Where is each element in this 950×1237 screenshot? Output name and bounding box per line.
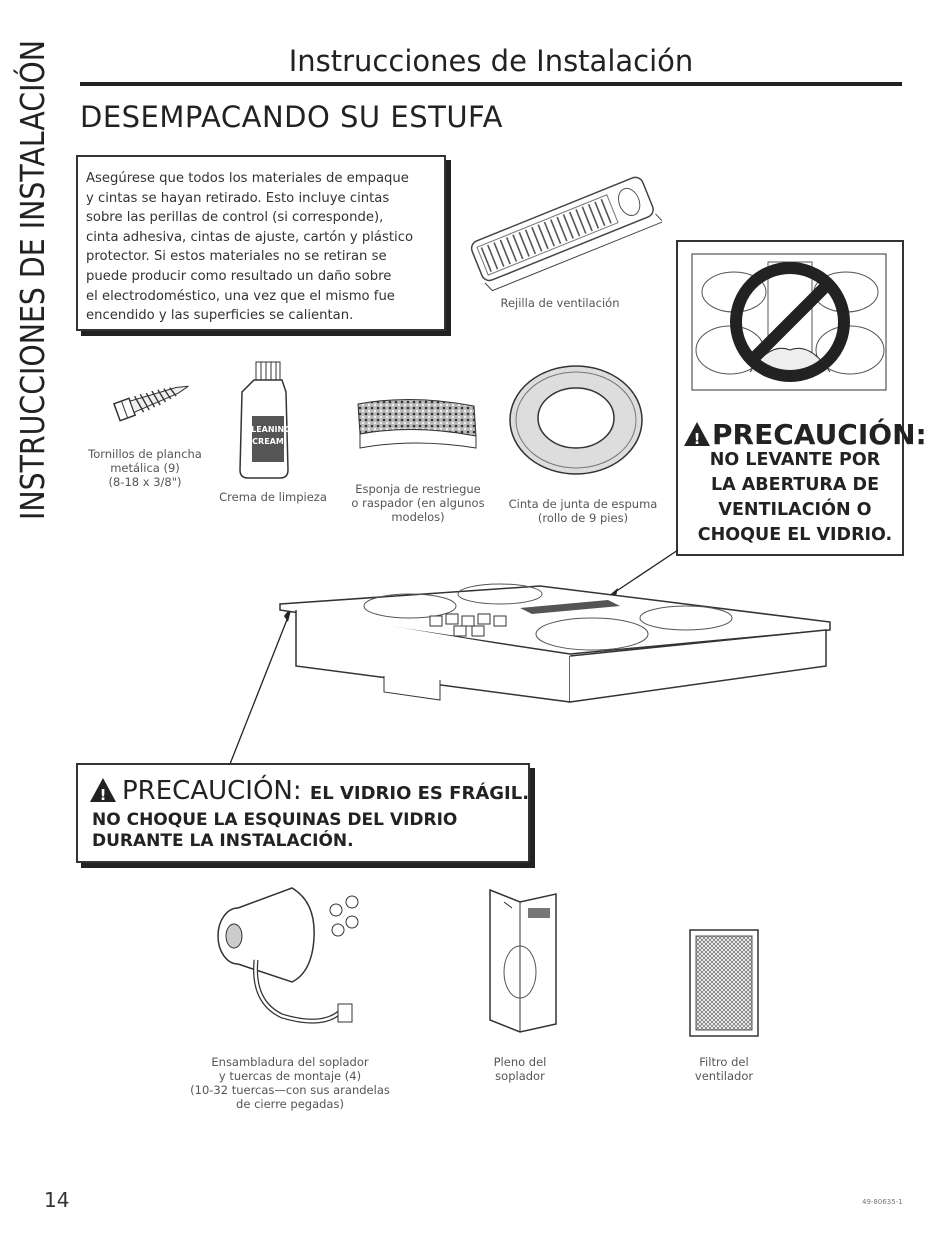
- caption-line: Esponja de restriegue: [355, 482, 481, 496]
- blower-plenum-illustration: [489, 888, 557, 1033]
- grille-slat: [550, 219, 562, 244]
- cleaning-cream-bottle: CLEANING CREAM: [239, 361, 291, 479]
- side-title: INSTRUCCIONES DE INSTALACIÓN: [4, 30, 56, 530]
- grille-slat: [487, 244, 499, 270]
- grille-slat: [512, 234, 524, 260]
- grille-slat: [524, 229, 537, 255]
- precaution-body: NO LEVANTE POR LA ABERTURA DE VENTILACIÓ…: [690, 448, 900, 548]
- grille-slat: [493, 242, 505, 267]
- caption-line: modelos): [391, 510, 445, 524]
- caption-line: metálica (9): [110, 461, 180, 475]
- caption-line: (rollo de 9 pies): [537, 511, 629, 525]
- cooktop-illustration: [229, 549, 831, 765]
- caption-line: o raspador (en algunos: [351, 496, 485, 510]
- section-title: DESEMPACANDO SU ESTUFA: [80, 100, 503, 134]
- screws-caption: Tornillos de plancha metálica (9) (8-18 …: [70, 447, 220, 489]
- precaution-box-glass: [76, 763, 530, 863]
- filter-caption: Filtro del ventilador: [674, 1055, 774, 1083]
- grille-slat: [537, 224, 549, 250]
- grille-slat: [562, 214, 574, 239]
- note-line: protector. Si estos materiales no se ret…: [86, 249, 387, 265]
- grille-slat: [569, 211, 581, 237]
- plenum-caption: Pleno del soplador: [470, 1055, 570, 1083]
- note-line: encendido y las superficies se calientan…: [86, 308, 354, 324]
- foam-tape-roll: [509, 365, 643, 475]
- precaution-glass-title: PRECAUCIÓN: EL VIDRIO ES FRÁGIL.: [122, 776, 529, 806]
- caption-line: Filtro del: [699, 1055, 749, 1069]
- no-lift-illustration: [691, 253, 887, 391]
- grille-slat: [518, 232, 530, 257]
- grille-slat: [531, 226, 543, 252]
- precaution-glass-body: NO CHOQUE LA ESQUINAS DEL VIDRIO DURANTE…: [92, 810, 512, 852]
- caption-line: Pleno del: [493, 1055, 547, 1069]
- precaution-line: NO CHOQUE LA ESQUINAS DEL VIDRIO: [92, 810, 458, 830]
- precaution-line: CHOQUE EL VIDRIO.: [697, 525, 893, 545]
- note-line: puede producir como resultado un daño so…: [86, 268, 392, 284]
- precaution-title-suffix: EL VIDRIO ES FRÁGIL.: [309, 783, 530, 804]
- blower-caption: Ensambladura del soplador y tuercas de m…: [180, 1055, 400, 1111]
- sponge-illustration: [357, 398, 477, 449]
- note-line: el electrodoméstico, una vez que el mism…: [86, 288, 395, 304]
- side-title-text: INSTRUCCIONES DE INSTALACIÓN: [12, 40, 52, 520]
- grille-slat: [499, 239, 511, 265]
- caption-line: y tuercas de montaje (4): [218, 1069, 362, 1083]
- vent-filter-illustration: [689, 929, 759, 1037]
- vent-grille-illustration: [470, 176, 662, 292]
- note-line: y cintas se hayan retirado. Esto incluye…: [86, 190, 390, 206]
- caption-line: Ensambladura del soplador: [211, 1055, 369, 1069]
- screw-illustration: [112, 385, 189, 422]
- page-number: 14: [44, 1188, 70, 1212]
- precaution-line: VENTILACIÓN O: [718, 500, 872, 520]
- warning-triangle-icon: !: [684, 422, 710, 448]
- note-text: Asegúrese que todos los materiales de em…: [78, 157, 444, 326]
- caption-line: Tornillos de plancha: [88, 447, 202, 461]
- note-line: sobre las perillas de control (si corres…: [86, 210, 384, 226]
- blower-assembly-illustration: [217, 887, 359, 1024]
- grille-slat: [600, 198, 612, 224]
- note-box: Asegúrese que todos los materiales de em…: [76, 155, 446, 331]
- precaution-line: LA ABERTURA DE: [710, 475, 880, 495]
- tape-caption: Cinta de junta de espuma (rollo de 9 pie…: [498, 497, 668, 525]
- svg-text:!: !: [100, 786, 107, 804]
- page-title: Instrucciones de Instalación: [288, 44, 694, 78]
- precaution-title: PRECAUCIÓN:: [712, 418, 927, 451]
- bottle-label-text: CREAM: [252, 437, 284, 446]
- vent-grille-caption: Rejilla de ventilación: [500, 296, 620, 310]
- bottle-label-text: CLEANING: [245, 425, 291, 434]
- grille-slat: [505, 237, 518, 262]
- caption-line: ventilador: [694, 1069, 754, 1083]
- precaution-line: DURANTE LA INSTALACIÓN.: [92, 831, 354, 851]
- caption-line: de cierre pegadas): [236, 1097, 344, 1111]
- note-line: Asegúrese que todos los materiales de em…: [86, 171, 409, 186]
- grille-slat: [587, 203, 600, 229]
- grille-slat: [480, 247, 492, 272]
- precaution-title-text: PRECAUCIÓN:: [122, 776, 302, 806]
- warning-triangle-icon: !: [90, 778, 116, 804]
- sponge-caption: Esponja de restriegue o raspador (en alg…: [340, 482, 496, 524]
- grille-slat: [581, 206, 593, 232]
- grille-slat: [575, 209, 587, 234]
- cream-caption: Crema de limpieza: [219, 490, 327, 504]
- grille-slat: [543, 221, 556, 247]
- document-code: 49-80635-1: [862, 1198, 903, 1206]
- grille-slat: [556, 216, 568, 242]
- caption-line: (8-18 x 3/8"): [108, 475, 182, 489]
- precaution-line: NO LEVANTE POR: [709, 450, 881, 470]
- header-rule: [80, 82, 902, 86]
- caption-line: (10-32 tuercas—con sus arandelas: [190, 1083, 390, 1097]
- caption-line: soplador: [495, 1069, 545, 1083]
- svg-text:!: !: [694, 430, 701, 448]
- note-line: cinta adhesiva, cintas de ajuste, cartón…: [86, 229, 414, 245]
- grille-slat: [594, 201, 606, 227]
- caption-line: Cinta de junta de espuma: [508, 497, 658, 511]
